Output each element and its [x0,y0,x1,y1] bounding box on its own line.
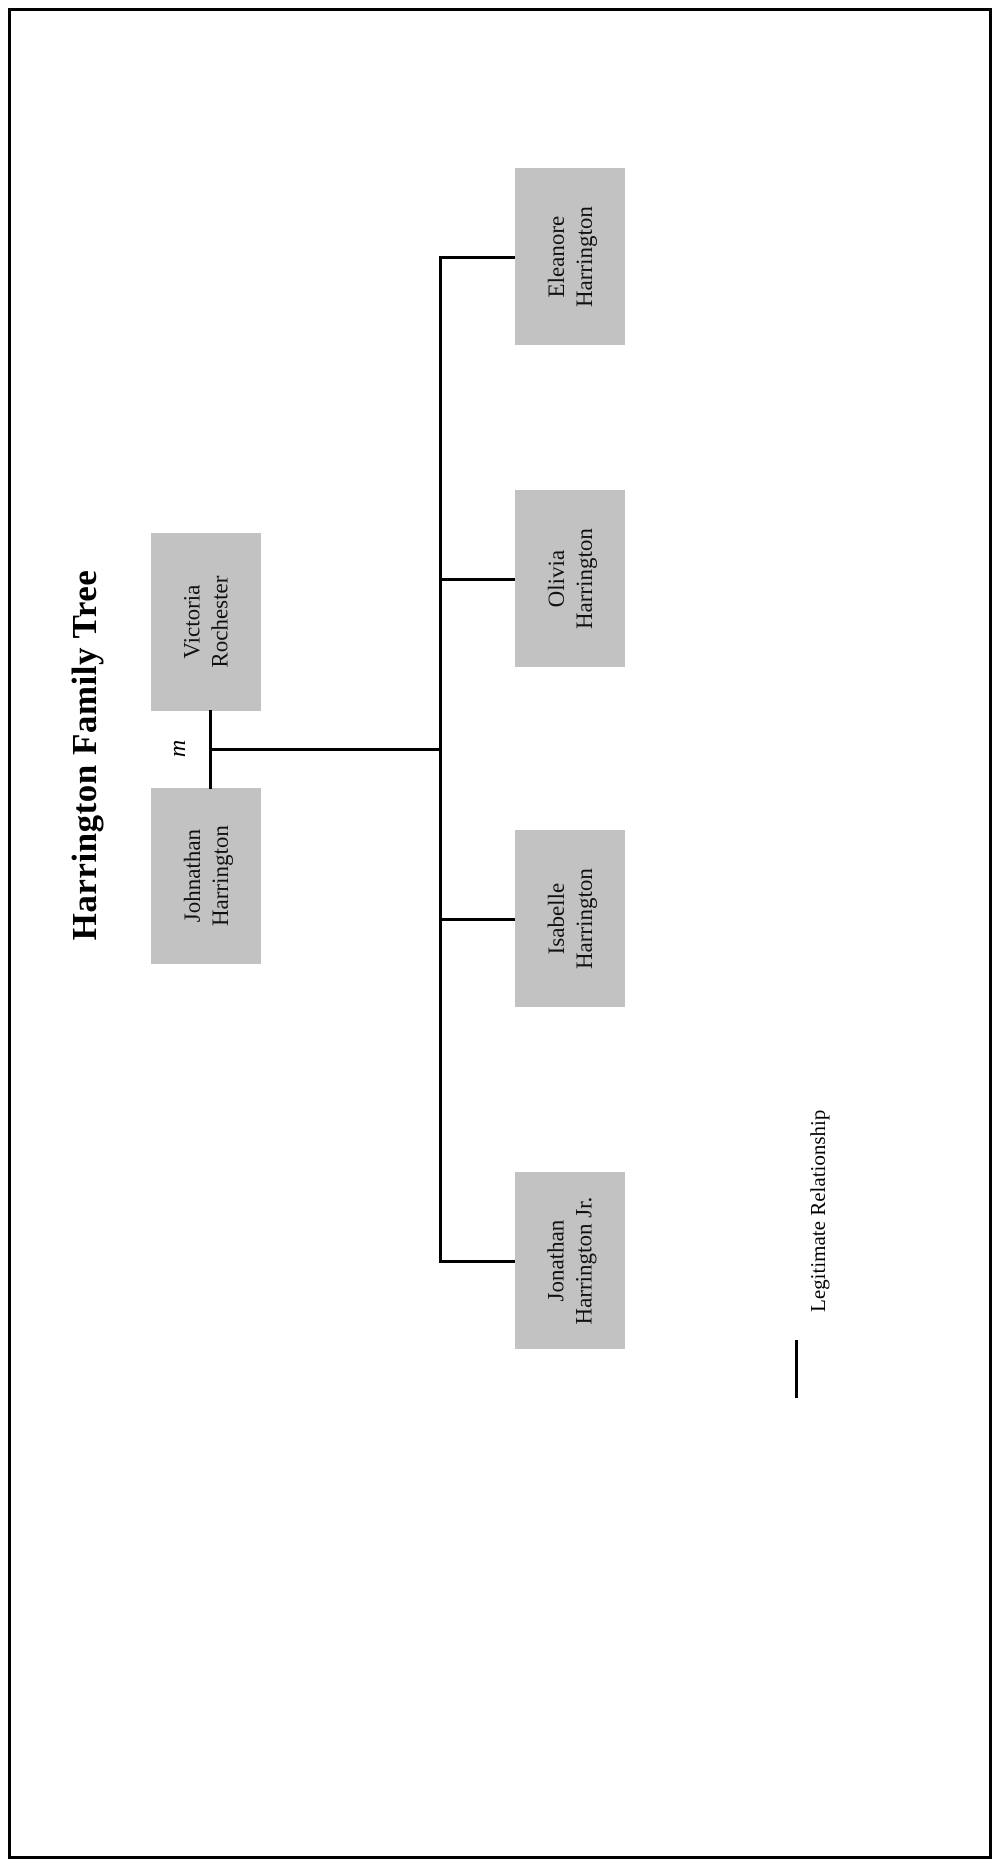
legend-label-legitimate-relationship: Legitimate Relationship [806,1109,830,1312]
page-title: Harrington Family Tree [65,569,104,941]
marriage-symbol: m [165,739,192,758]
legend-line-sample [795,1340,798,1398]
node-johnathan-harrington[interactable]: Johnathan Harrington [151,788,261,964]
node-eleanore-harrington-line2: Harrington [570,206,596,307]
sibling-spine-line [439,256,442,1263]
node-olivia-harrington-line1: Olivia [543,549,569,608]
node-johnathan-harrington-line2: Harrington [206,825,232,927]
node-victoria-rochester-line1: Victoria [179,585,205,659]
node-johnathan-harrington-line1: Johnathan [179,829,205,923]
child-connector-eleanore [439,256,517,259]
child-connector-jonathan-jr [439,1260,517,1263]
page-border [8,8,992,1859]
node-eleanore-harrington[interactable]: Eleanore Harrington [515,168,625,345]
child-connector-isabelle [439,918,517,921]
node-isabelle-harrington-label: Isabelle Harrington [542,868,597,969]
node-isabelle-harrington[interactable]: Isabelle Harrington [515,830,625,1007]
node-victoria-rochester[interactable]: Victoria Rochester [151,533,261,711]
node-eleanore-harrington-label: Eleanore Harrington [542,206,597,307]
child-connector-olivia [439,578,517,581]
node-jonathan-harrington-jr-line1: Jonathan [543,1219,569,1302]
node-jonathan-harrington-jr[interactable]: Jonathan Harrington Jr. [515,1172,625,1349]
node-olivia-harrington-label: Olivia Harrington [542,528,597,629]
node-victoria-rochester-line2: Rochester [207,576,232,668]
descent-line [209,748,441,751]
node-jonathan-harrington-jr-label: Jonathan Harrington Jr. [542,1197,597,1325]
node-olivia-harrington[interactable]: Olivia Harrington [515,490,625,667]
node-victoria-rochester-label: Victoria Rochester [178,576,233,668]
node-jonathan-harrington-jr-line2: Harrington Jr. [571,1196,597,1325]
node-olivia-harrington-line2: Harrington [570,528,596,629]
node-isabelle-harrington-line1: Isabelle [543,882,569,955]
node-johnathan-harrington-label: Johnathan Harrington [178,826,233,927]
node-isabelle-harrington-line2: Harrington [570,868,596,969]
node-eleanore-harrington-line1: Eleanore [543,215,569,298]
